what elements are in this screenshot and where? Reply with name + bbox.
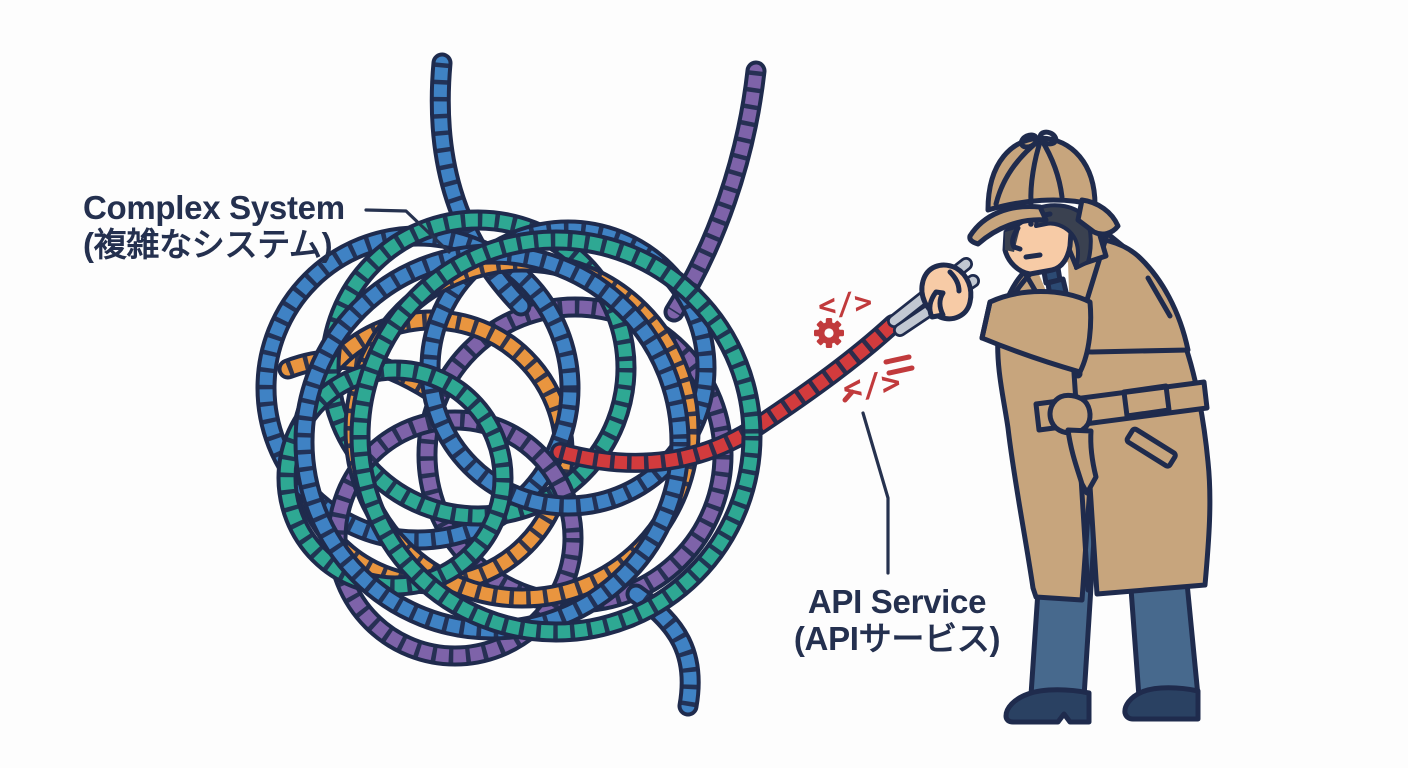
cape-seam xyxy=(1145,275,1173,319)
code-tag-icon: </> xyxy=(817,285,874,325)
belt-knot xyxy=(1047,392,1093,436)
code-tag-icon: </> xyxy=(841,363,903,408)
hat-front-brim xyxy=(967,203,1049,247)
nose xyxy=(1010,225,1023,252)
hat-bow xyxy=(1018,129,1059,150)
complex-system-label-ja: (複雑なシステム) xyxy=(83,226,333,263)
detective-figure xyxy=(887,129,1213,725)
spark-tick xyxy=(842,389,855,403)
shoe-left xyxy=(1003,687,1092,725)
equals-icon xyxy=(883,354,915,376)
mouth xyxy=(1023,252,1043,260)
complex-system-label-en: Complex System xyxy=(83,189,345,226)
belt-buckle xyxy=(1121,383,1172,419)
hat-seam xyxy=(1028,136,1044,206)
complex-system-leader-line xyxy=(364,208,451,254)
thumb xyxy=(927,289,946,320)
coat-pocket-flap xyxy=(1124,426,1178,469)
code-symbols: </> </> xyxy=(814,285,915,408)
deerstalker-hat xyxy=(985,135,1098,213)
api-service-label-en: API Service xyxy=(807,583,987,620)
complex-system-label: Complex System (複雑なシステム) xyxy=(83,189,345,263)
sleeve-cuff-line xyxy=(979,299,993,341)
api-service-leader-line xyxy=(861,411,890,575)
api-service-label: API Service (APIサービス) xyxy=(758,583,1036,657)
belt-strap xyxy=(1065,427,1099,496)
api-service-label-ja: (APIサービス) xyxy=(793,620,1001,657)
finger-crease xyxy=(947,269,962,294)
shoe-right xyxy=(1122,685,1201,722)
hat-back-brim xyxy=(1075,197,1121,237)
coat-sleeve xyxy=(979,289,1094,375)
gear-icon xyxy=(814,318,844,348)
